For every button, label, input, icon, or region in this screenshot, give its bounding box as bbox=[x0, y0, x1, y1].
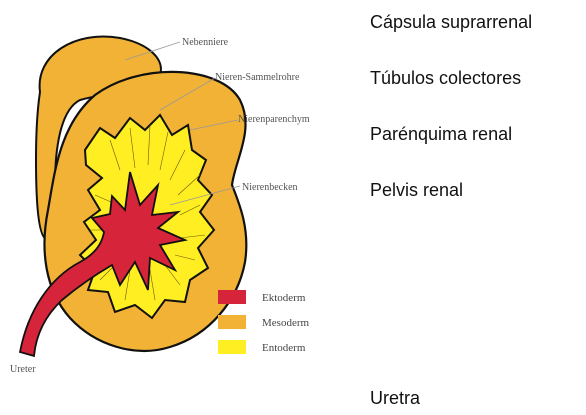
legend-label-ektoderm: Ektoderm bbox=[262, 292, 306, 304]
label-parenchym: Nierenparenchym bbox=[238, 114, 310, 125]
legend: Ektoderm Mesoderm Entoderm bbox=[218, 290, 309, 354]
legend-swatch-entoderm bbox=[218, 340, 246, 354]
label-nebenniere: Nebenniere bbox=[182, 37, 229, 48]
legend-label-entoderm: Entoderm bbox=[262, 342, 306, 354]
label-tubulos-colectores: Túbulos colectores bbox=[370, 68, 521, 89]
legend-label-mesoderm: Mesoderm bbox=[262, 317, 309, 329]
label-becken: Nierenbecken bbox=[242, 182, 298, 193]
label-capsula-suprarrenal: Cápsula suprarrenal bbox=[370, 12, 532, 33]
label-ureter: Ureter bbox=[10, 364, 36, 375]
label-parenquima-renal: Parénquima renal bbox=[370, 124, 512, 145]
legend-swatch-mesoderm bbox=[218, 315, 246, 329]
label-uretra: Uretra bbox=[370, 388, 420, 409]
legend-swatch-ektoderm bbox=[218, 290, 246, 304]
label-pelvis-renal: Pelvis renal bbox=[370, 180, 463, 201]
label-sammelrohre: Nieren-Sammelrohre bbox=[215, 72, 300, 83]
